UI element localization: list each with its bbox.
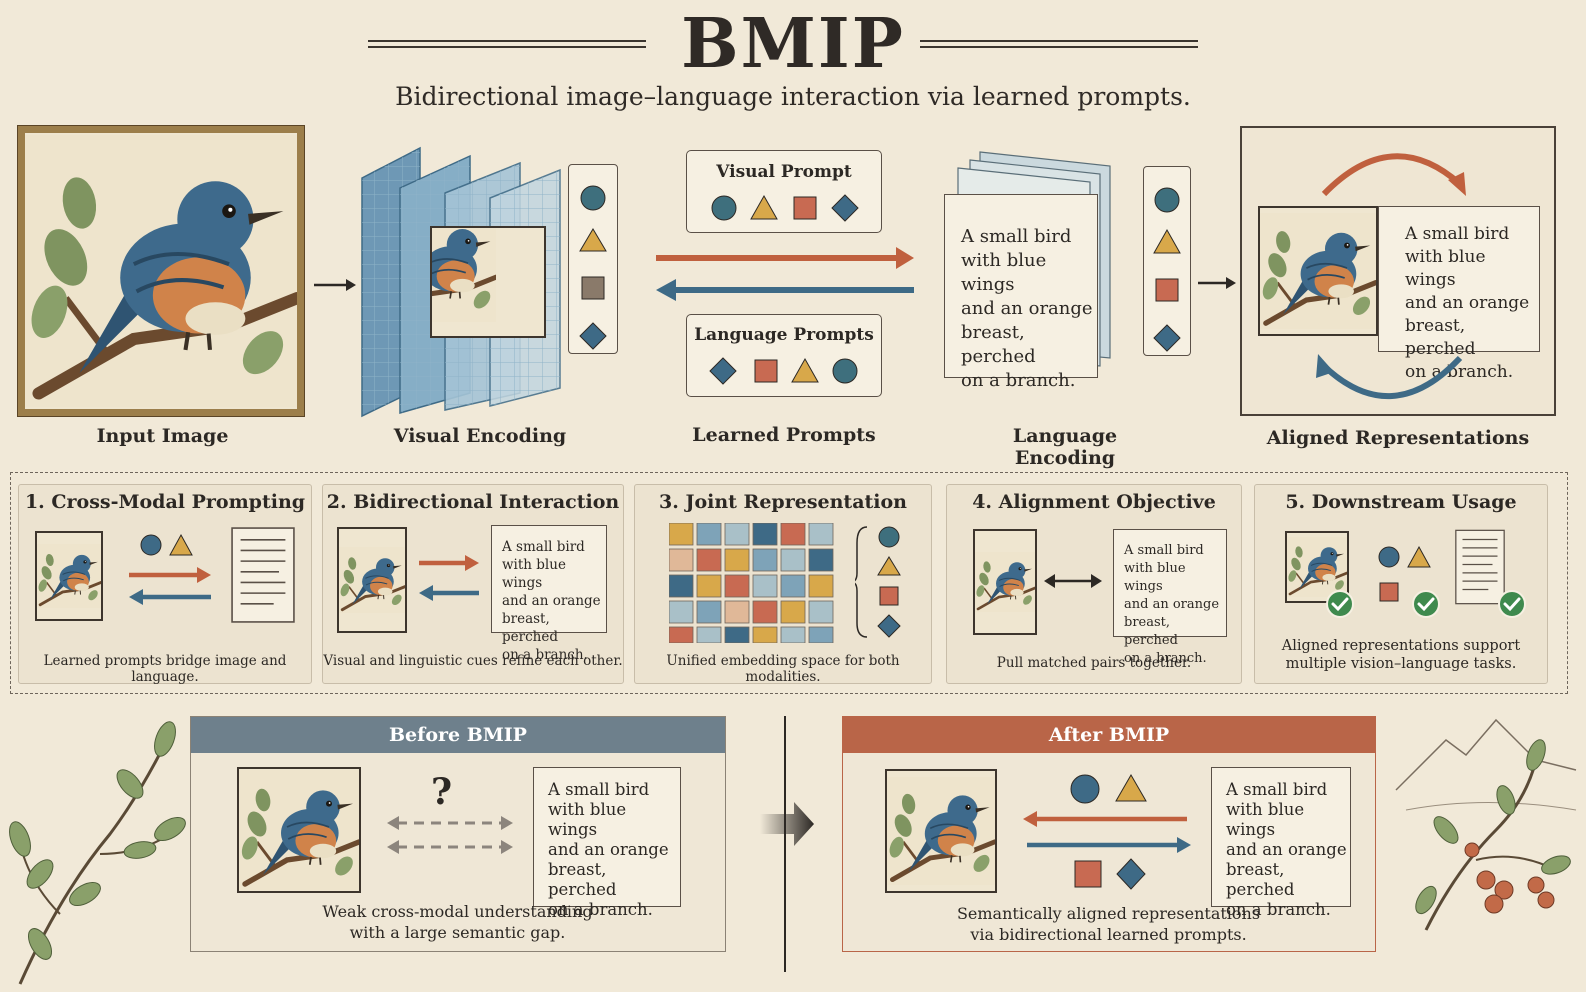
double-arrow-icon: [1044, 574, 1102, 588]
step-caption: Pull matched pairs together.: [996, 655, 1192, 671]
before-caption: Weak cross-modal understanding with a la…: [322, 902, 593, 942]
after-caption: Semantically aligned representations via…: [956, 904, 1261, 944]
landscape-vignette-right: [1395, 718, 1577, 931]
page-subtitle: Bidirectional image–language interaction…: [395, 82, 1191, 111]
step-title: 2. Bidirectional Interaction: [326, 491, 620, 513]
title-rule-right: [920, 40, 1198, 48]
before-image-thumb: [237, 767, 361, 893]
weak-link-arrows-icon: [387, 816, 513, 854]
steps-container: [10, 472, 1568, 694]
transition-arrow-icon: [760, 802, 814, 846]
cycle-arrow-bottom-icon: [1316, 354, 1463, 399]
step-image-thumb: [973, 529, 1037, 635]
check-icon: [1497, 589, 1527, 619]
step-caption: Unified embedding space for both modalit…: [666, 653, 900, 685]
botanical-branch-left: [9, 721, 186, 985]
arrow-right-icon: [314, 279, 356, 291]
step-caption: Aligned representations support multiple…: [1281, 638, 1521, 672]
question-mark: ?: [431, 771, 453, 813]
step-panel-1: 1. Cross-Modal Prompting Learned prompts…: [18, 484, 312, 685]
aligned-representations-caption: Aligned Representations: [1266, 427, 1530, 449]
step-title: 3. Joint Representation: [659, 491, 907, 513]
check-icon: [1325, 589, 1355, 619]
page-title: BMIP: [681, 4, 905, 84]
cycle-arrow-top-icon: [1321, 153, 1466, 197]
aligned-representations-box: A small bird with blue wings and an oran…: [1240, 126, 1556, 416]
visual-prompt-box: Visual Prompt: [686, 150, 882, 233]
before-caption-box: A small bird with blue wings and an oran…: [533, 767, 681, 919]
encoded-image-thumb: [430, 226, 546, 338]
prompt-arrows-icon: [129, 533, 211, 605]
document-icon: [231, 527, 295, 623]
divider-line: [784, 716, 786, 972]
step-title: 1. Cross-Modal Prompting: [24, 491, 306, 513]
visual-encoding-caption: Visual Encoding: [393, 425, 567, 447]
joint-token-column: [855, 526, 901, 638]
arrow-right-icon: [1198, 277, 1236, 289]
input-image-frame: [17, 125, 305, 417]
step-panel-3: 3. Joint Representation Unified embeddin…: [634, 484, 932, 685]
step-title: 5. Downstream Usage: [1285, 491, 1517, 513]
step-caption-box: A small bird with blue wings and an oran…: [1113, 529, 1227, 666]
language-prompts-label: Language Prompts: [694, 325, 874, 345]
check-icon: [1411, 589, 1441, 619]
after-panel: After BMIP A small bird with blue wings …: [842, 716, 1376, 952]
language-token-column: [1143, 166, 1191, 356]
step-caption-box: A small bird with blue wings and an oran…: [491, 525, 607, 663]
input-image-caption: Input Image: [96, 425, 229, 447]
aligned-caption-box: A small bird with blue wings and an oran…: [1378, 206, 1540, 382]
step-caption: Learned prompts bridge image and languag…: [43, 653, 287, 685]
step-panel-4: 4. Alignment Objective A small bird with…: [946, 484, 1242, 684]
aligned-image-thumb: [1258, 206, 1378, 336]
after-header: After BMIP: [843, 717, 1375, 753]
learned-prompts-caption: Learned Prompts: [692, 424, 876, 446]
bird-illustration: [25, 133, 297, 409]
bidirectional-arrows-icon: [656, 247, 914, 301]
title-rule-left: [368, 40, 646, 48]
before-header: Before BMIP: [191, 717, 725, 753]
step-panel-2: 2. Bidirectional Interaction A small bir…: [322, 484, 624, 684]
after-caption-box: A small bird with blue wings and an oran…: [1211, 767, 1351, 919]
prompt-tokens-icon: [1378, 545, 1431, 602]
language-caption-text: A small bird with blue wings and an oran…: [961, 226, 1093, 391]
step-image-thumb: [337, 527, 407, 633]
language-prompts-box: Language Prompts: [686, 314, 882, 397]
step-panel-5: 5. Downstream Usage Aligned representati…: [1254, 484, 1548, 684]
aligned-link-arrows-icon: [1023, 773, 1191, 890]
interaction-arrows-icon: [419, 555, 479, 601]
step-image-thumb: [1285, 531, 1349, 603]
language-caption-page: A small bird with blue wings and an oran…: [944, 194, 1098, 391]
step-title: 4. Alignment Objective: [972, 491, 1216, 513]
before-panel: Before BMIP ? A small bird with blue win…: [190, 716, 726, 952]
after-image-thumb: [885, 769, 997, 893]
language-encoding-caption: Language Encoding: [1012, 425, 1118, 469]
step-caption: Visual and linguistic cues refine each o…: [323, 653, 623, 669]
embedding-grid: [669, 523, 834, 643]
step-image-thumb: [35, 531, 103, 621]
visual-token-column: [568, 164, 618, 354]
visual-prompt-label: Visual Prompt: [716, 162, 852, 182]
